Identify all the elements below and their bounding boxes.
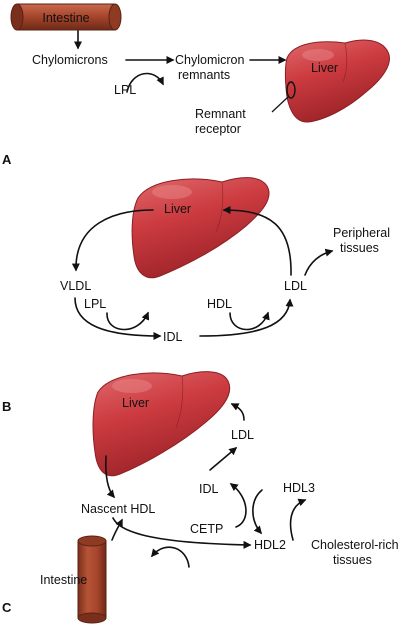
panel-b: Liver VLDL LPL IDL HDL LDL Peripheral ti… — [2, 177, 390, 414]
panel-c-idl-label: IDL — [199, 482, 219, 496]
hdl2-label: HDL2 — [254, 538, 286, 552]
panel-b-hdl-label: HDL — [207, 297, 232, 311]
panel-b-ldl-label: LDL — [284, 279, 307, 293]
panel-a-intestine-label: Intestine — [42, 11, 89, 25]
liver-to-nascent-hdl-arrow — [105, 455, 115, 499]
panel-a-liver-label: Liver — [311, 61, 338, 75]
panel-b-idl-label: IDL — [163, 330, 183, 344]
cetp-to-idl-arrow — [229, 483, 247, 528]
panel-a-lpl-label: LPL — [114, 83, 136, 97]
panel-b-liver-icon — [131, 177, 270, 279]
vldl-to-idl-arrow — [74, 297, 162, 340]
hdl3-to-hdl2-arrow — [252, 489, 263, 535]
receptor-label-line1: Remnant — [195, 107, 246, 121]
panel-c-liver-icon — [92, 371, 230, 477]
idl-to-ldl-arrow — [209, 447, 238, 471]
cholesterol-label-line2: tissues — [333, 553, 372, 567]
lpl-action-arrow — [126, 72, 164, 93]
cetp-label: CETP — [190, 522, 223, 536]
idl-to-ldl-arrow — [199, 298, 294, 337]
remnants-label-line2: remnants — [178, 68, 230, 82]
panel-a: Intestine Chylomicrons LPL Chylomicron r… — [2, 3, 390, 167]
intestine-icon — [10, 3, 122, 31]
nascent-hdl-label: Nascent HDL — [81, 502, 155, 516]
panel-b-hdl-action-arrow — [229, 311, 270, 331]
panel-c-letter: C — [2, 600, 12, 615]
panel-c: Liver Nascent HDL LDL IDL HDL3 CETP HDL2… — [2, 371, 399, 624]
vldl-label: VLDL — [60, 279, 91, 293]
panel-b-liver-label: Liver — [164, 202, 191, 216]
panel-c-liver-label: Liver — [122, 396, 149, 410]
hdl3-label: HDL3 — [283, 481, 315, 495]
receptor-label-line2: receptor — [195, 122, 241, 136]
panel-a-liver-icon — [284, 39, 390, 123]
hdl2-return-arrow — [151, 546, 190, 568]
liver-to-vldl-arrow — [71, 209, 154, 272]
panel-c-ldl-label: LDL — [231, 428, 254, 442]
ldl-to-liver-c-arrow — [230, 403, 245, 421]
remnants-label-line1: Chylomicron — [175, 53, 245, 67]
peripheral-label-line2: tissues — [340, 241, 379, 255]
panel-b-lpl-action-arrow — [106, 311, 150, 331]
panel-c-intestine-label: Intestine — [40, 573, 87, 587]
chylomicrons-label: Chylomicrons — [32, 53, 108, 67]
panel-b-letter: B — [2, 399, 11, 414]
panel-c-intestine-icon — [77, 535, 107, 624]
panel-b-lpl-label: LPL — [84, 297, 106, 311]
receptor-pointer-line — [271, 96, 289, 113]
cholesterol-label-line1: Cholesterol-rich — [311, 538, 399, 552]
nascent-to-hdl2-arrow — [112, 517, 252, 549]
ldl-to-peripheral-arrow — [304, 248, 334, 276]
intestine-to-nascent-hdl-arrow — [111, 518, 123, 541]
remnant-receptor-icon — [286, 81, 296, 99]
panel-a-letter: A — [2, 152, 12, 167]
tissue-to-hdl3-arrow — [289, 498, 307, 541]
ldl-to-liver-arrow — [222, 206, 292, 276]
peripheral-label-line1: Peripheral — [333, 226, 390, 240]
